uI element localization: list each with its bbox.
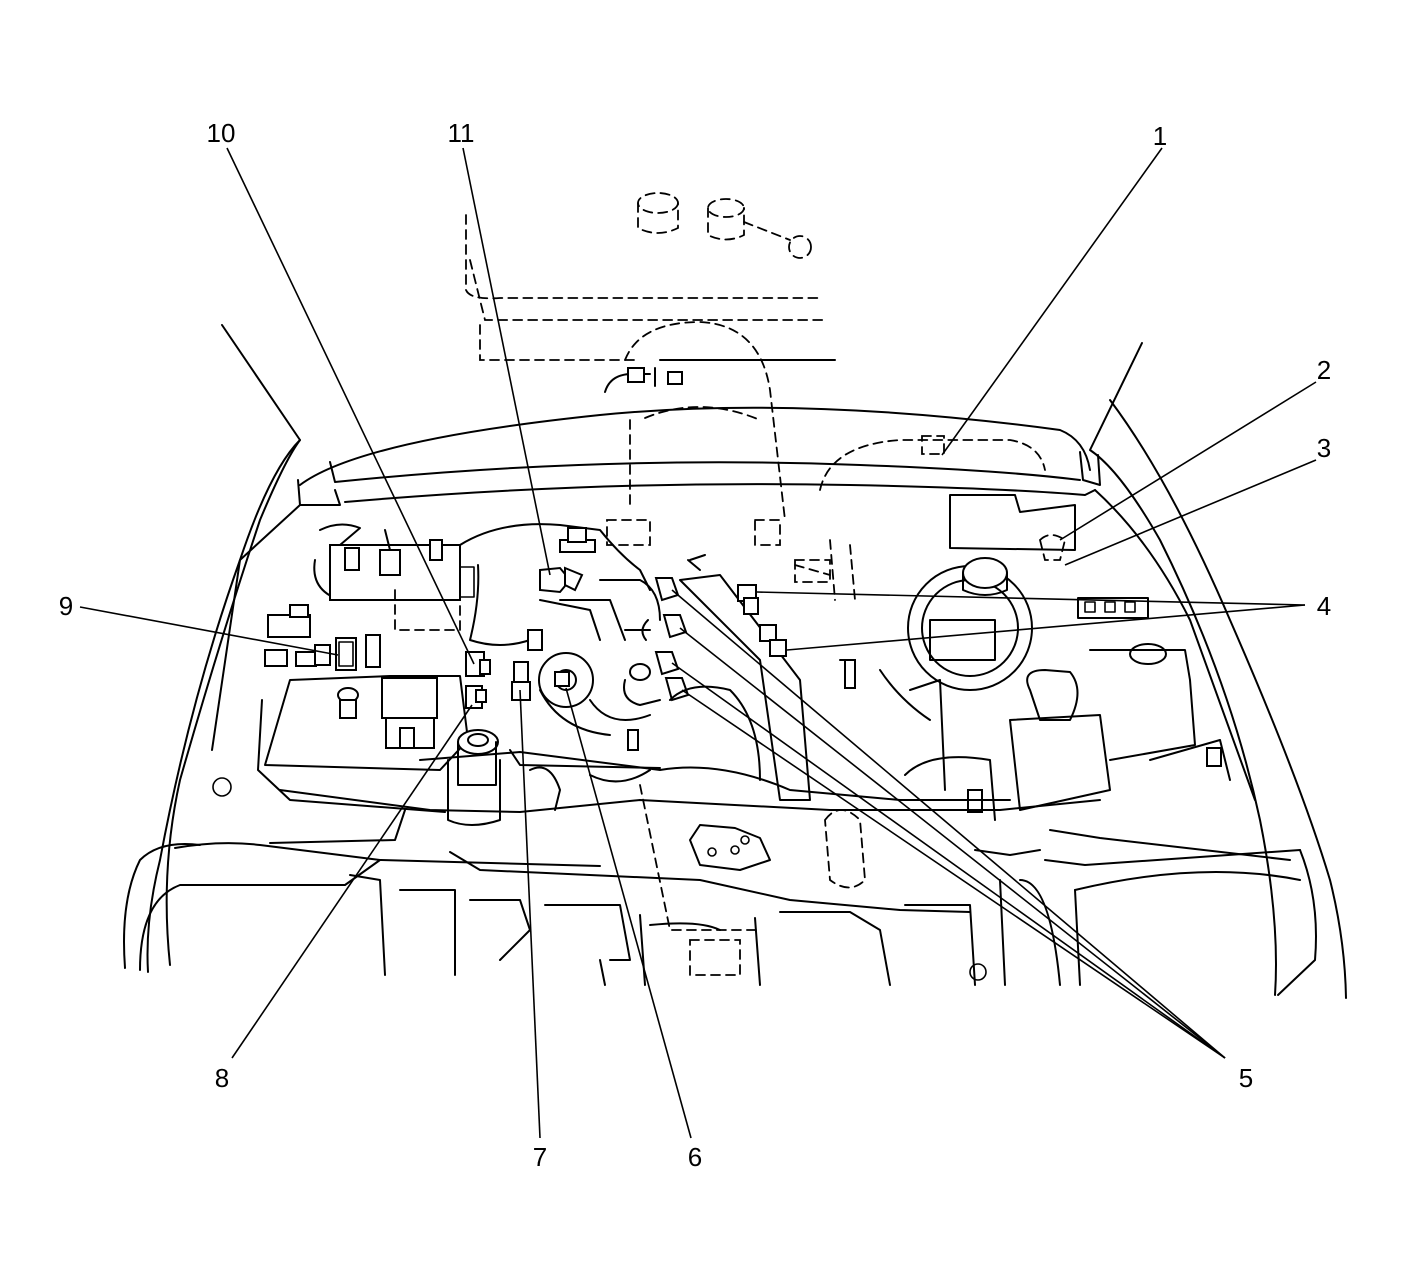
- fuel-rail-injectors: [623, 554, 856, 801]
- right-components: [879, 494, 1231, 821]
- engine-center: [447, 523, 661, 826]
- callout-2: 2: [1317, 355, 1331, 385]
- callout-11: 11: [448, 118, 475, 148]
- callout-6: 6: [688, 1142, 702, 1172]
- callout-7: 7: [533, 1142, 547, 1172]
- rear-dashed-components: [465, 192, 1046, 976]
- callout-3: 3: [1317, 433, 1331, 463]
- callout-5: 5: [1239, 1063, 1253, 1093]
- fender-outlines: [123, 324, 1347, 999]
- callout-1: 1: [1153, 121, 1167, 151]
- callout-10: 10: [207, 118, 236, 148]
- callout-labels: 1 2 3 4 5 6 7 8 9 10 11: [59, 118, 1331, 1172]
- radiator-support: [211, 406, 1256, 801]
- leader-lines: [79, 147, 1317, 1139]
- callout-8: 8: [215, 1063, 229, 1093]
- callout-4: 4: [1317, 591, 1331, 621]
- callout-9: 9: [59, 591, 73, 621]
- front-crossmember: [174, 751, 1301, 913]
- left-components: [212, 523, 475, 813]
- lower-frame: [139, 859, 1301, 986]
